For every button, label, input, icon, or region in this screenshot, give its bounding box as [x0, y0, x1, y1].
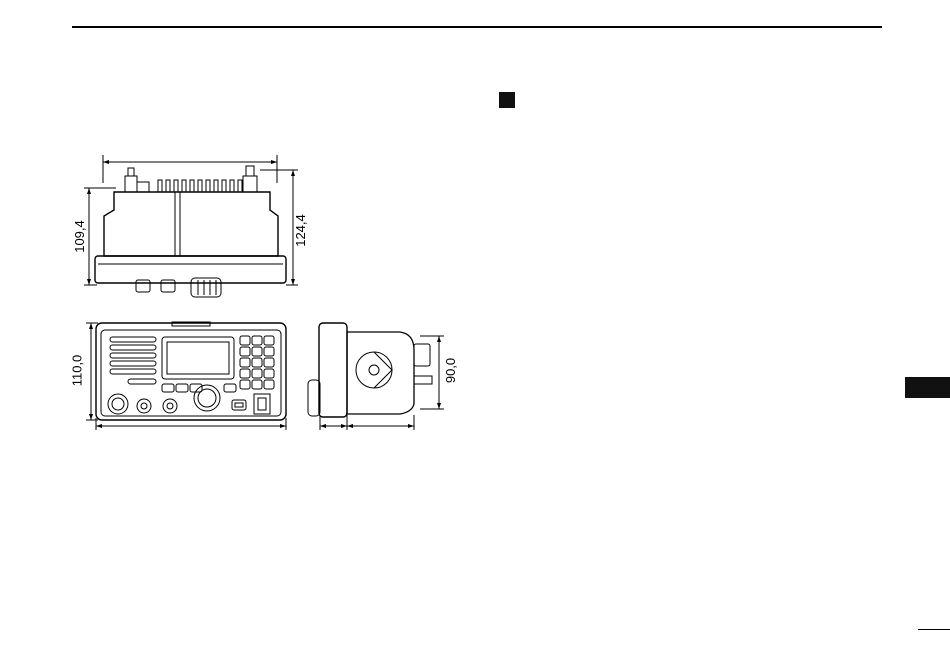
- front-view-drawing: [86, 322, 286, 430]
- front-view-height-dimension: 110,0: [70, 355, 83, 387]
- top-view-drawing: [84, 155, 298, 297]
- side-view-drawing: [308, 323, 444, 430]
- top-view-right-dimension: 124,4: [294, 214, 307, 247]
- top-view-left-dimension: 109,4: [73, 220, 86, 253]
- side-view-height-dimension: 90,0: [444, 358, 457, 383]
